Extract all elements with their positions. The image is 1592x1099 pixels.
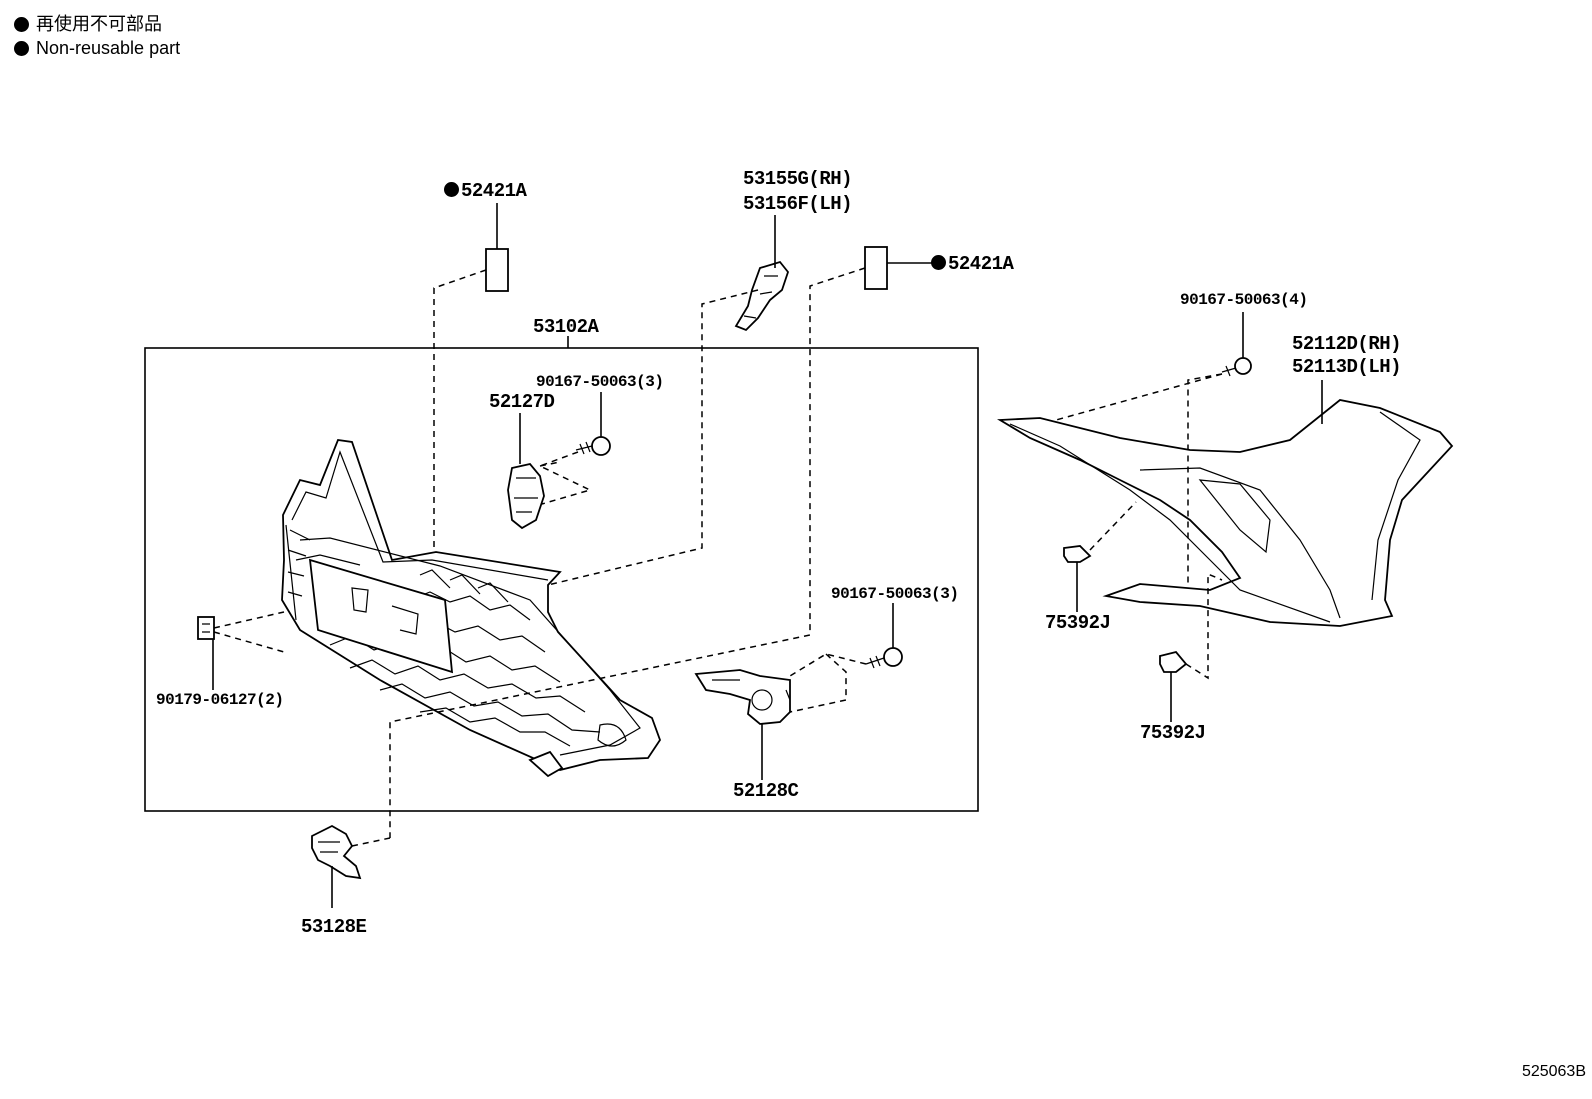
label-75392j-lower: 75392J <box>1140 722 1206 744</box>
screw-52127d-icon <box>575 436 611 456</box>
label-90167-50063-3-top: 90167-50063(3) <box>536 373 664 391</box>
label-52112d: 52112D(RH) <box>1292 333 1402 355</box>
label-52421a-left: 52421A <box>444 180 527 202</box>
dash-52128c <box>789 653 867 713</box>
bracket-53128e-icon <box>311 824 362 880</box>
legend-english: Non-reusable part <box>14 38 180 58</box>
non-reusable-dot-icon <box>444 182 459 197</box>
bracket-53155g-icon <box>734 260 790 332</box>
screw-52128c-icon <box>865 647 903 669</box>
clip-90179-icon <box>197 616 215 640</box>
pad-52421a-right-icon <box>864 246 888 290</box>
clip-75392j-upper-icon <box>1063 545 1092 563</box>
dash-52127d-grille <box>539 461 561 467</box>
dash-90179 <box>213 611 285 653</box>
non-reusable-dot-icon <box>931 255 946 270</box>
label-53155g: 53155G(RH) <box>743 168 853 190</box>
screw-90167-4-icon <box>1221 357 1252 377</box>
legend-japanese: 再使用不可部品 <box>14 14 162 34</box>
pad-52421a-left-icon <box>485 248 509 292</box>
dash-75392j-upper <box>1089 501 1137 551</box>
side-garnish-52112d-icon <box>996 399 1454 627</box>
dash-52127d-screw <box>538 451 593 505</box>
label-53156f: 53156F(LH) <box>743 193 853 215</box>
clip-75392j-lower-icon <box>1159 650 1188 673</box>
bracket-52127d-icon <box>507 463 545 530</box>
label-52113d: 52113D(LH) <box>1292 356 1402 378</box>
dash-53155g <box>547 289 759 586</box>
dash-75392j-lower <box>1185 572 1223 680</box>
label-90179-06127: 90179-06127(2) <box>156 691 284 709</box>
non-reusable-dot-icon <box>14 41 29 56</box>
label-52128c: 52128C <box>733 780 799 802</box>
label-75392j-upper: 75392J <box>1045 612 1111 634</box>
label-53102a: 53102A <box>533 316 599 338</box>
label-52127d: 52127D <box>489 391 555 413</box>
bracket-52128c-icon <box>694 669 791 725</box>
dash-53128e <box>351 837 391 847</box>
figure-code: 525063B <box>1521 1063 1586 1080</box>
label-53128e: 53128E <box>301 916 367 938</box>
grille-icon <box>281 439 662 778</box>
dash-52421a-left <box>433 269 487 548</box>
assembly-frame <box>144 347 979 812</box>
non-reusable-dot-icon <box>14 17 29 32</box>
label-52421a-right: 52421A <box>931 253 1014 275</box>
label-90167-50063-4: 90167-50063(4) <box>1180 291 1308 309</box>
dash-52421a-right <box>389 267 866 838</box>
label-90167-50063-3-bottom: 90167-50063(3) <box>831 585 959 603</box>
dash-90167-4 <box>1055 373 1223 588</box>
